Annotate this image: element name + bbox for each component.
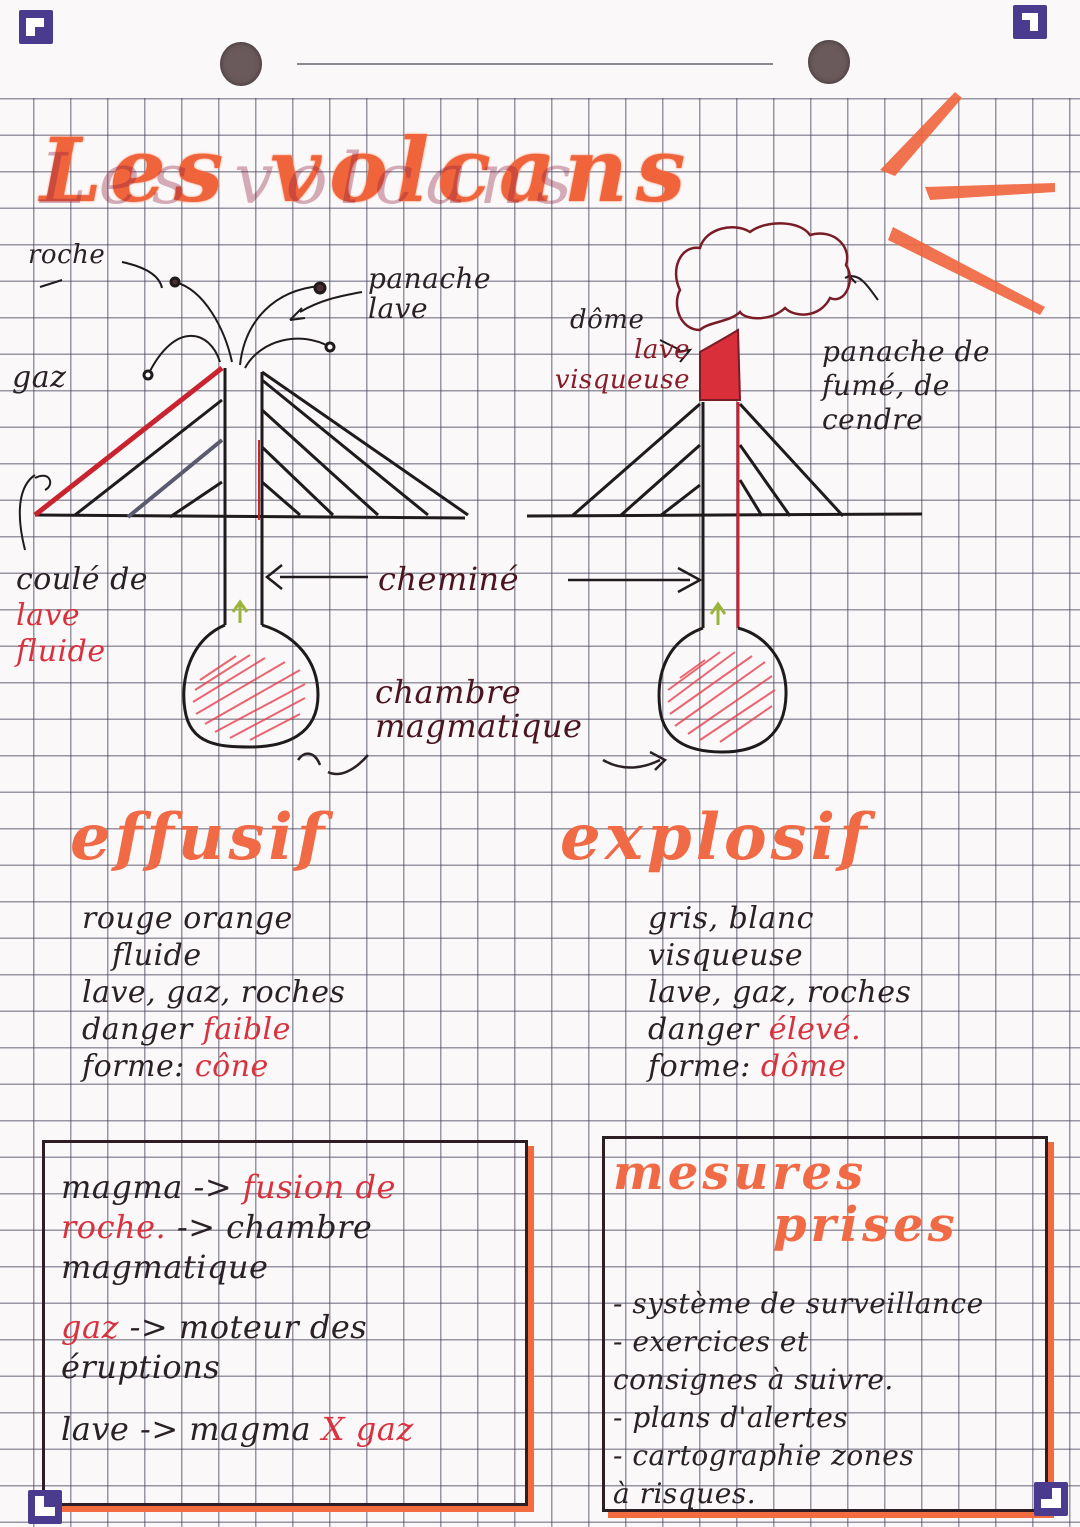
list-item: - système de surveillance	[613, 1287, 984, 1320]
measures-box: mesures prises - système de surveillance…	[602, 1136, 1048, 1512]
label-coulee-lave-fluide: coulé de lave fluide	[16, 562, 149, 669]
danger-value: faible	[202, 1012, 291, 1047]
heading-explosif: explosif	[560, 800, 871, 875]
grid-paper	[0, 98, 1080, 1527]
label-panache-fumee-cendre: panache de fumé, de cendre	[822, 335, 991, 436]
binder-hole-left	[220, 42, 262, 86]
list-item: - plans d'alertes	[613, 1401, 849, 1434]
definitions-box: magma -> fusion de roche. -> chambre mag…	[42, 1140, 528, 1506]
list-item: consignes à suivre.	[613, 1363, 894, 1396]
magma-fill-left	[192, 654, 306, 741]
page-title: Les volcans	[40, 118, 694, 222]
lava-dome	[699, 328, 742, 401]
rise-arrow-right-icon	[709, 601, 727, 625]
binder-hole-right	[808, 40, 850, 84]
corner-mark-top-left-icon	[19, 10, 53, 44]
corner-mark-bottom-left-icon	[28, 1490, 62, 1524]
effusive-volcano-drawing	[18, 261, 469, 749]
smoke-plume-cloud	[674, 222, 852, 332]
explosive-volcano-drawing	[526, 274, 923, 754]
page-title-ink-outline: Les volcans	[40, 138, 585, 220]
corner-mark-bottom-right-icon	[1034, 1482, 1068, 1516]
forme-value: dôme	[760, 1049, 847, 1084]
effusif-properties: rouge orange fluide lave, gaz, roches da…	[82, 901, 346, 1084]
measures-heading: mesures prises	[613, 1145, 959, 1253]
corner-mark-top-right-icon	[1013, 5, 1047, 39]
heading-effusif: effusif	[70, 800, 329, 875]
label-cheminee: cheminé	[378, 560, 520, 598]
exclamation-strokes-icon	[880, 92, 1055, 315]
list-item: - cartographie zones	[613, 1439, 915, 1472]
label-dome: dôme	[570, 305, 645, 335]
label-gaz: gaz	[12, 360, 67, 395]
measures-list: - système de surveillance - exercices et…	[613, 1285, 984, 1513]
label-lave-visqueuse: lave visqueuse	[554, 335, 690, 395]
rise-arrow-left-icon	[231, 599, 249, 623]
danger-value: élevé.	[768, 1012, 862, 1047]
magma-fill-right	[667, 651, 776, 743]
list-item: - exercices et	[613, 1325, 809, 1358]
chamber-arrows	[296, 750, 668, 776]
label-chambre-magmatique: chambre magmatique	[375, 673, 583, 745]
header-line	[297, 63, 773, 65]
forme-value: cône	[194, 1049, 269, 1084]
cheminee-arrows	[264, 564, 703, 594]
list-item: à risques.	[613, 1477, 757, 1510]
label-panache-lave: panache lave	[368, 262, 492, 325]
explosif-properties: gris, blanc visqueuse lave, gaz, roches …	[648, 901, 912, 1084]
label-roche: roche	[28, 240, 106, 270]
definitions-text: magma -> fusion de roche. -> chambre mag…	[61, 1168, 414, 1448]
